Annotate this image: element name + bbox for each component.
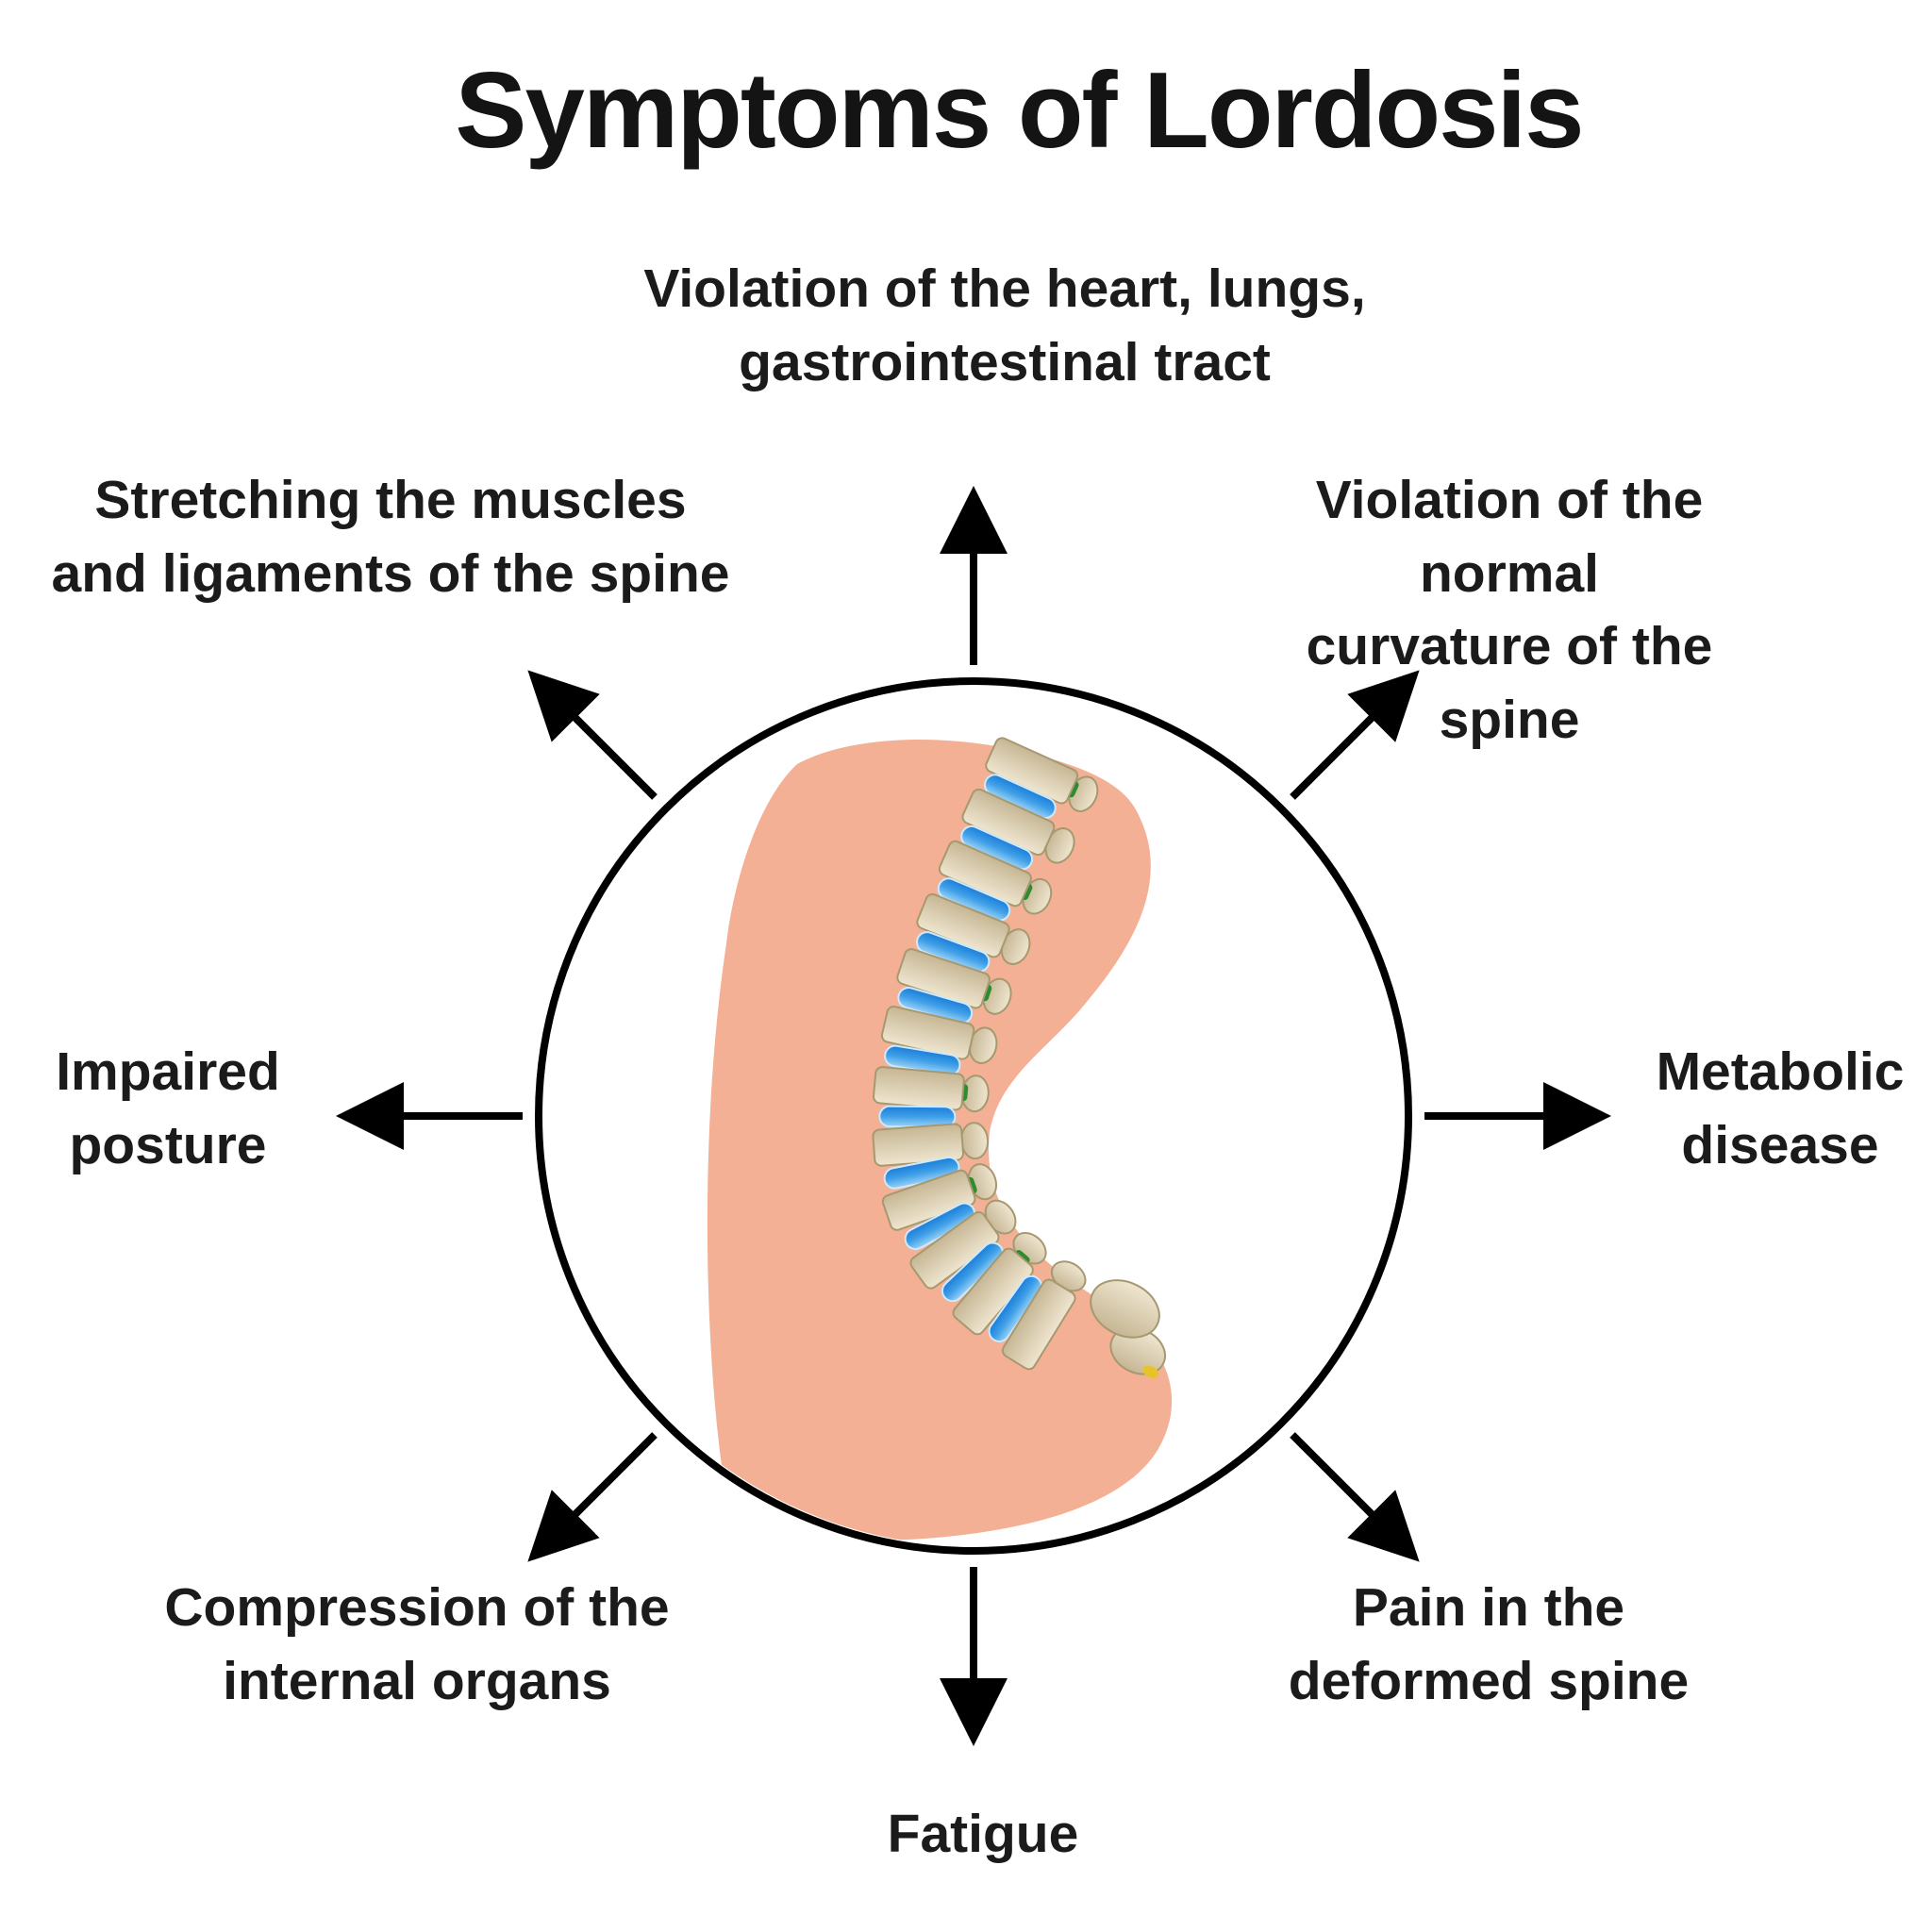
arrow-top-left bbox=[527, 670, 658, 800]
label-left: Impaired posture bbox=[56, 1041, 280, 1175]
torso-illustration bbox=[707, 737, 1173, 1541]
label-bottom-left: Compression of the internal organs bbox=[164, 1577, 670, 1711]
label-right: Metabolic disease bbox=[1656, 1041, 1905, 1175]
label-top: Violation of the heart, lungs, gastroint… bbox=[643, 258, 1366, 392]
arrow-bottom-left bbox=[527, 1432, 658, 1562]
label-bottom: Fatigue bbox=[887, 1804, 1079, 1864]
label-top-left: Stretching the muscles and ligaments of … bbox=[51, 470, 730, 604]
label-top-right: Violation of the normal curvature of the… bbox=[1306, 470, 1713, 750]
arrow-bottom-right bbox=[1290, 1432, 1420, 1562]
label-bottom-right: Pain in the deformed spine bbox=[1288, 1577, 1690, 1711]
spine-illustration bbox=[872, 737, 1079, 1371]
radial-arrows bbox=[336, 486, 1611, 1746]
page-title: Symptoms of Lordosis bbox=[455, 51, 1584, 171]
arrow-top-right bbox=[1290, 670, 1420, 800]
spine-processes bbox=[959, 775, 1166, 1379]
